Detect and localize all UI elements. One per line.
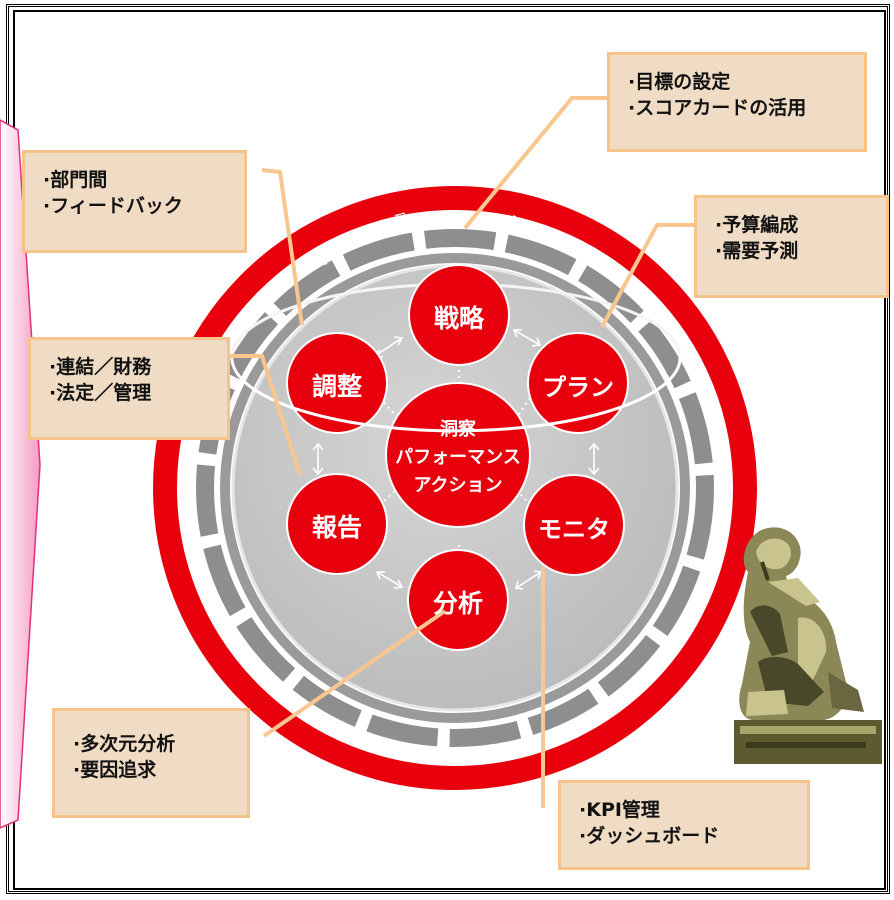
- node-monitor: [523, 474, 625, 576]
- callout-goals: ·目標の設定 ·スコアカードの活用: [607, 52, 867, 152]
- center-line-1: 洞察: [439, 419, 476, 440]
- callout-consolidation-line-2: ·法定／管理: [49, 382, 152, 404]
- node-strategy-label: 戦略: [433, 304, 485, 333]
- node-analysis: [407, 549, 509, 651]
- nodes: [286, 264, 629, 651]
- node-strategy: [408, 264, 510, 366]
- callout-kpi-line-2: ·ダッシュボード: [579, 825, 720, 847]
- callout-departments-line-1: ·部門間: [43, 169, 108, 191]
- center-line-2: パフォーマンス: [395, 447, 521, 468]
- callout-budget-line-2: ·需要予測: [715, 240, 799, 262]
- callout-departments: ·部門間 ·フィードバック: [22, 150, 247, 253]
- thin-gray-ring: [220, 253, 690, 723]
- callout-kpi: ·KPI管理 ·ダッシュボード: [558, 780, 810, 870]
- node-report: [286, 473, 388, 575]
- white-separator-ring: [216, 249, 694, 727]
- node-center: [385, 382, 531, 528]
- leader-lines: [230, 96, 694, 808]
- callout-budget-line-1: ·予算編成: [715, 214, 799, 236]
- center-label: 洞察 パフォーマンス アクション: [395, 416, 521, 500]
- center-line-3: アクション: [413, 475, 503, 496]
- callout-consolidation-line-1: ·連結／財務: [49, 356, 152, 378]
- segmented-gray-ring: [196, 229, 714, 747]
- callout-multidim-line-2: ·要因追求: [73, 759, 157, 781]
- node-analysis-label: 分析: [432, 589, 484, 618]
- callout-multidim-line-1: ·多次元分析: [73, 733, 176, 755]
- node-adjust-label: 調整: [311, 372, 363, 401]
- node-report-label: 報告: [311, 513, 363, 542]
- callout-goals-line-2: ·スコアカードの活用: [628, 97, 807, 119]
- callout-consolidation: ·連結／財務 ·法定／管理: [28, 337, 230, 440]
- callout-kpi-line-1: ·KPI管理: [579, 799, 660, 821]
- node-plan: [527, 332, 629, 434]
- node-monitor-label: モニタ: [538, 515, 610, 544]
- connector-arrows: [312, 329, 600, 590]
- thinker-statue-image: [734, 527, 882, 764]
- callout-multidim: ·多次元分析 ·要因追求: [52, 708, 250, 818]
- callout-budget: ·予算編成 ·需要予測: [694, 195, 889, 298]
- callout-goals-line-1: ·目標の設定: [628, 71, 731, 93]
- node-plan-label: プラン: [542, 373, 614, 402]
- node-adjust: [286, 332, 388, 434]
- swoosh-front: [230, 354, 682, 433]
- callout-departments-line-2: ·フィードバック: [43, 195, 183, 217]
- left-arrow-shape: [0, 119, 41, 829]
